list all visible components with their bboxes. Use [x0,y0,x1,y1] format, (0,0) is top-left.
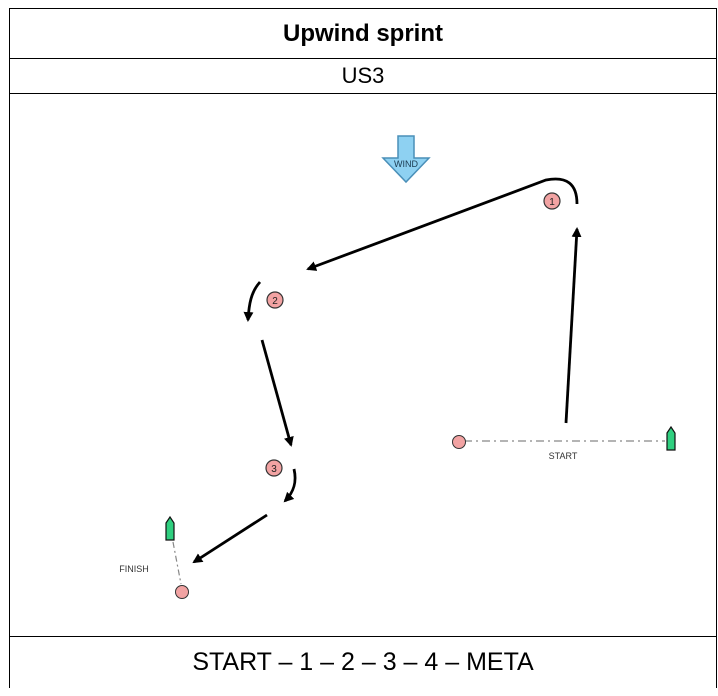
mark-2-number: 2 [272,296,278,307]
mark-1-number: 1 [549,197,555,208]
start-boat-icon [665,425,676,451]
start-pin-mark [451,435,466,449]
course-diagram-svg: WIND START FINISH 1 [119,135,676,599]
rounding-2 [243,281,261,322]
leg-1-to-2 [305,177,578,271]
course-code: US3 [10,58,716,94]
leg-start-to-1 [564,227,582,424]
finish-line: FINISH [119,515,189,599]
finish-boat-icon [164,515,175,541]
course-sequence: START – 1 – 2 – 3 – 4 – META [192,648,534,676]
start-label: START [548,451,577,461]
start-line: START [451,425,676,461]
course-title: Upwind sprint [10,9,716,59]
mark-1: 1 [542,192,561,210]
course-diagram: WIND START FINISH 1 [10,93,716,637]
mark-2: 2 [265,291,284,309]
rounding-3 [283,468,297,503]
wind-arrow-icon: WIND [380,135,431,184]
mark-3-number: 3 [271,464,277,475]
course-card: Upwind sprint US3 WIND START [9,8,717,688]
mark-3: 3 [264,459,283,477]
leg-2-to-3 [260,339,294,447]
course-legs [191,177,582,564]
finish-pin-mark [174,585,189,599]
wind-label: WIND [394,159,418,169]
finish-label: FINISH [119,564,149,574]
leg-3-to-finish [191,513,268,564]
